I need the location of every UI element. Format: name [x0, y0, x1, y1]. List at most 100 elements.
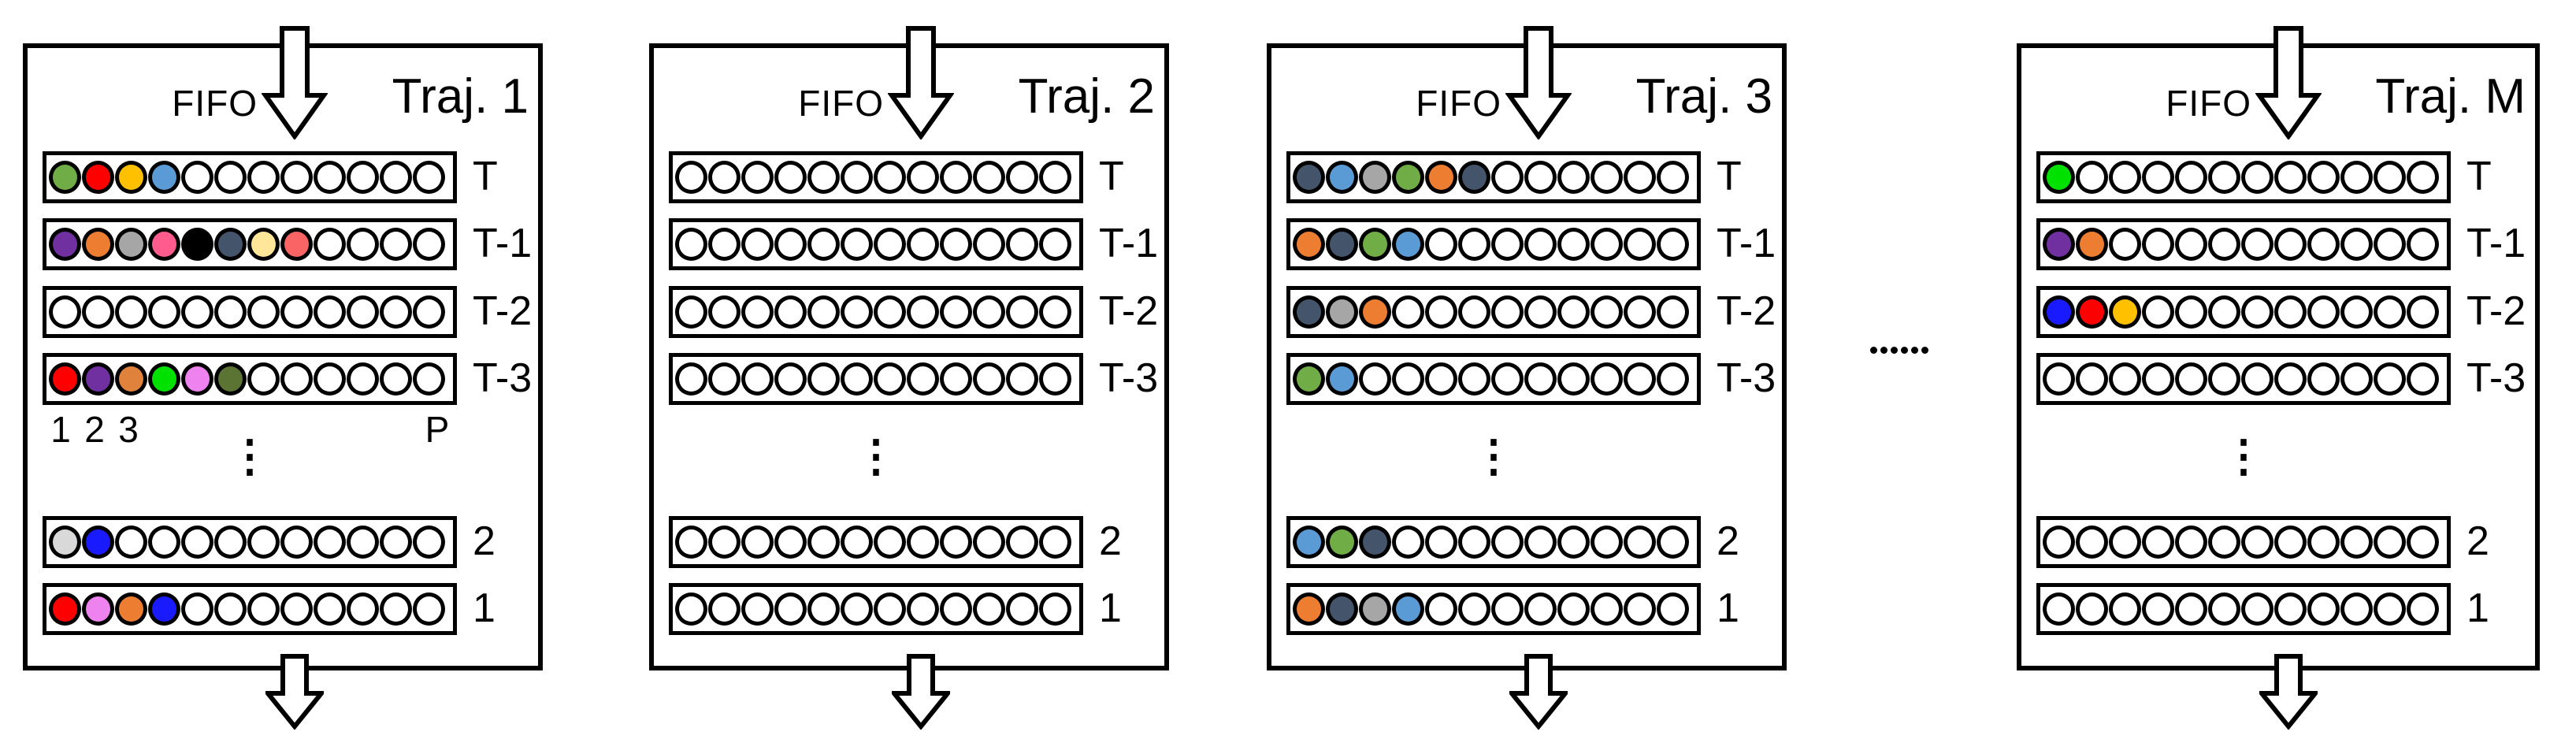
- empty-slot: [807, 362, 840, 396]
- token: [1326, 228, 1358, 261]
- empty-slot: [973, 228, 1005, 261]
- token: [49, 228, 81, 261]
- slot-row-box: [2036, 218, 2451, 270]
- row-label: T-2: [1099, 288, 1159, 334]
- empty-slot: [1006, 526, 1038, 559]
- dot: [1880, 347, 1887, 354]
- empty-slot: [314, 228, 346, 261]
- token: [1326, 161, 1358, 194]
- token: [1392, 228, 1424, 261]
- empty-slot: [2274, 592, 2307, 626]
- fifo-out-arrow-icon: [2259, 654, 2318, 730]
- row-label: T-1: [2467, 221, 2526, 266]
- empty-slot: [1039, 526, 1071, 559]
- empty-slot: [2340, 526, 2373, 559]
- empty-slot: [1458, 592, 1490, 626]
- empty-slot: [1557, 161, 1590, 194]
- empty-slot: [1557, 592, 1590, 626]
- empty-slot: [1624, 592, 1656, 626]
- empty-slot: [874, 526, 906, 559]
- empty-slot: [1524, 362, 1557, 396]
- token: [247, 228, 280, 261]
- empty-slot: [2374, 295, 2406, 329]
- empty-slot: [2109, 362, 2141, 396]
- empty-slot: [2407, 362, 2439, 396]
- empty-slot: [973, 161, 1005, 194]
- empty-slot: [2274, 161, 2307, 194]
- token: [82, 161, 114, 194]
- fifo-in-arrow-icon: [2255, 26, 2322, 139]
- empty-slot: [2208, 362, 2240, 396]
- row-label: 1: [473, 585, 496, 631]
- empty-slot: [2076, 592, 2108, 626]
- token: [214, 362, 247, 396]
- empty-slot: [181, 592, 213, 626]
- token: [115, 161, 147, 194]
- empty-slot: [1425, 592, 1457, 626]
- empty-slot: [1458, 362, 1490, 396]
- empty-slot: [2241, 228, 2273, 261]
- empty-slot: [380, 295, 412, 329]
- empty-slot: [2374, 362, 2406, 396]
- empty-slot: [181, 526, 213, 559]
- token: [181, 362, 213, 396]
- slot-row-box: [1286, 353, 1701, 405]
- fifo-label: FIFO: [1416, 83, 1501, 124]
- empty-slot: [708, 228, 741, 261]
- empty-slot: [2307, 228, 2340, 261]
- empty-slot: [1491, 295, 1524, 329]
- empty-slot: [1524, 295, 1557, 329]
- empty-slot: [214, 295, 247, 329]
- position-label: 1: [50, 409, 71, 450]
- empty-slot: [1524, 161, 1557, 194]
- row-label: T: [1099, 154, 1124, 199]
- token: [1293, 295, 1325, 329]
- token: [82, 592, 114, 626]
- empty-slot: [1425, 295, 1457, 329]
- empty-slot: [1006, 161, 1038, 194]
- empty-slot: [380, 362, 412, 396]
- slot-row-box: [669, 151, 1083, 203]
- empty-slot: [1591, 295, 1623, 329]
- token: [1359, 592, 1391, 626]
- token: [1326, 295, 1358, 329]
- empty-slot: [741, 295, 774, 329]
- row-label: T-1: [473, 221, 533, 266]
- empty-slot: [774, 228, 807, 261]
- vertical-ellipsis: ⋮: [1472, 431, 1516, 481]
- empty-slot: [2274, 362, 2307, 396]
- slot-row: T-3: [2036, 353, 2541, 405]
- empty-slot: [874, 592, 906, 626]
- empty-slot: [2241, 295, 2273, 329]
- empty-slot: [907, 592, 939, 626]
- empty-slot: [1624, 526, 1656, 559]
- slot-row: T-2: [43, 286, 547, 338]
- empty-slot: [907, 161, 939, 194]
- empty-slot: [148, 295, 180, 329]
- token: [1458, 161, 1490, 194]
- row-label: T-1: [1099, 221, 1159, 266]
- empty-slot: [413, 526, 445, 559]
- empty-slot: [1524, 592, 1557, 626]
- empty-slot: [2043, 592, 2075, 626]
- empty-slot: [2340, 362, 2373, 396]
- token: [214, 228, 247, 261]
- vertical-ellipsis: ⋮: [228, 431, 272, 481]
- empty-slot: [1657, 362, 1689, 396]
- slot-row: 2: [1286, 516, 1791, 568]
- empty-slot: [2274, 295, 2307, 329]
- empty-slot: [1039, 228, 1071, 261]
- slot-row: T-2: [669, 286, 1173, 338]
- empty-slot: [2407, 526, 2439, 559]
- token: [1293, 592, 1325, 626]
- empty-slot: [314, 526, 346, 559]
- empty-slot: [1591, 362, 1623, 396]
- token: [115, 592, 147, 626]
- empty-slot: [774, 362, 807, 396]
- empty-slot: [1491, 228, 1524, 261]
- empty-slot: [1392, 362, 1424, 396]
